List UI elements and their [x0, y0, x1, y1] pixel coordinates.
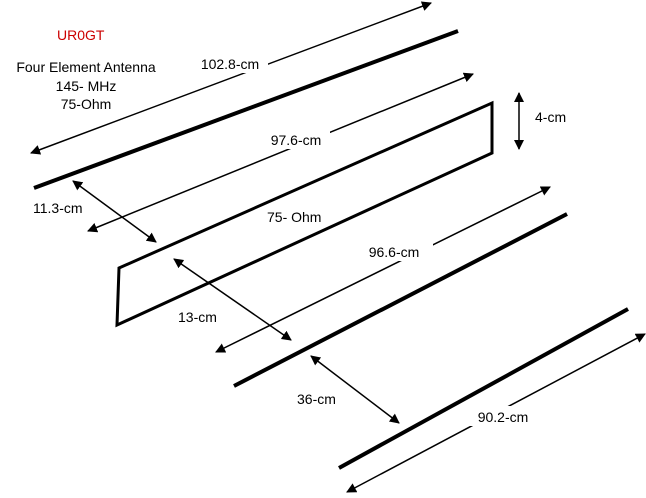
reflector-length-label: 102.8-cm	[201, 56, 259, 72]
driven-length-label: 97.6-cm	[271, 132, 322, 148]
description-line-2: 145- MHz	[56, 78, 117, 94]
description-line-3: 75-Ohm	[61, 96, 112, 112]
driven-impedance-label: 75- Ohm	[267, 209, 321, 225]
director1-director2-spacing-arrow	[310, 355, 400, 424]
director-2-element	[338, 307, 629, 470]
reflector-driven-spacing-label: 11.3-cm	[33, 200, 83, 216]
director1-director2-spacing-label: 36-cm	[297, 391, 336, 407]
reflector-driven-spacing-arrow	[72, 180, 157, 243]
title: UR0GT	[57, 27, 105, 43]
director-1-length-label: 96.6-cm	[369, 244, 420, 260]
driven-gap-label: 4-cm	[535, 109, 566, 125]
description-line-1: Four Element Antenna	[16, 59, 156, 75]
driven-director1-spacing-label: 13-cm	[178, 309, 217, 325]
driven-director1-spacing-arrow	[173, 258, 292, 341]
director-2-length-label: 90.2-cm	[478, 409, 529, 425]
director-1-element	[233, 212, 568, 388]
